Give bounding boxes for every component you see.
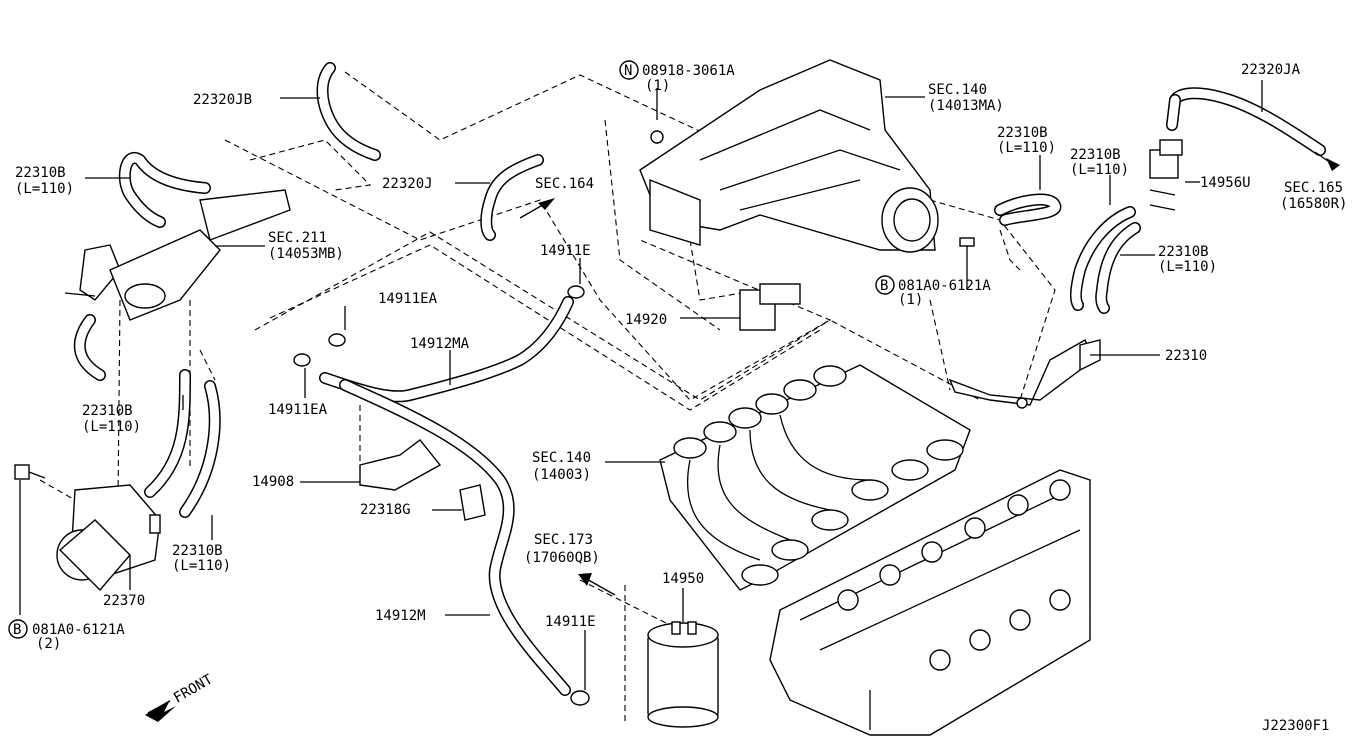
callout-22310: 22310 [1165, 348, 1207, 364]
callout-14908: 14908 [252, 474, 294, 490]
callout-22320J: 22320J [382, 176, 433, 192]
callout-22310B-d: 22310B [1158, 244, 1209, 260]
intake-collector [639, 59, 939, 253]
front-label: FRONT [171, 671, 216, 706]
evap-valve-left [64, 189, 291, 381]
callout-sec140-top-ref: (14013MA) [928, 98, 1004, 114]
callout-b081A0-right-qty: (1) [898, 292, 923, 308]
callout-sec140-mid: SEC.140 [532, 450, 591, 466]
vacuum-valve-14956U [1149, 139, 1183, 211]
callout-sec211-ref: (14053MB) [268, 246, 344, 262]
dashed-guides [39, 71, 1056, 725]
callout-sec165: SEC.165 [1284, 180, 1343, 196]
canister-22370 [56, 484, 161, 592]
callout-14912MA: 14912MA [410, 336, 470, 352]
callout-14911E-bottom: 14911E [545, 614, 596, 630]
callout-sec140-top: SEC.140 [928, 82, 987, 98]
n-marker-icon [619, 60, 639, 80]
callout-22310B-e: 22310B [82, 403, 133, 419]
callout-22310B-e-length: (L=110) [82, 419, 141, 435]
callout-22310B-c-length: (L=110) [1070, 162, 1129, 178]
callout-22310B-c: 22310B [1070, 147, 1121, 163]
callout-labels: 22320JB 22310B (L=110) SEC.211 (14053MB)… [15, 62, 1347, 734]
callout-sec173: SEC.173 [534, 532, 593, 548]
callout-22320JB: 22320JB [193, 92, 252, 108]
callout-22310B-f-length: (L=110) [172, 558, 231, 574]
bolts [14, 237, 975, 480]
callout-14912M: 14912M [375, 608, 426, 624]
intake-manifold-lower [659, 364, 971, 591]
bracket-22310 [948, 339, 1101, 409]
callout-b081A0-right: 081A0-6121A [898, 278, 991, 294]
hoses [118, 62, 1326, 696]
callout-22310B-b: 22310B [997, 125, 1048, 141]
callout-sec164: SEC.164 [535, 176, 594, 192]
b-marker-left-label: B [13, 622, 21, 638]
callout-sec211: SEC.211 [268, 230, 327, 246]
markers: N B B [8, 60, 895, 639]
callout-sec173-ref: (17060QB) [524, 550, 600, 566]
callout-22318G: 22318G [360, 502, 411, 518]
callout-22310B-d-length: (L=110) [1158, 259, 1217, 275]
b-marker-right-icon [875, 275, 895, 295]
n-marker-label: N [624, 63, 632, 79]
callout-b081A0-left: 081A0-6121A [32, 622, 125, 638]
callout-14920: 14920 [625, 312, 667, 328]
callout-14911EA-top: 14911EA [378, 291, 438, 307]
diagram-code: J22300F1 [1262, 718, 1329, 734]
leaders [19, 80, 1340, 722]
callout-sec140-mid-ref: (14003) [532, 467, 591, 483]
clamps [293, 285, 590, 706]
callout-22310B-f: 22310B [172, 543, 223, 559]
callout-sec165-ref: (16580R) [1280, 196, 1347, 212]
callout-b081A0-left-qty: (2) [36, 636, 61, 652]
callout-n08918-qty: (1) [645, 78, 670, 94]
callout-22370: 22370 [103, 593, 145, 609]
callout-22310B-a: 22310B [15, 165, 66, 181]
components [14, 59, 1183, 736]
callout-22310B-a-length: (L=110) [15, 181, 74, 197]
callout-14956U: 14956U [1200, 175, 1251, 191]
callout-n08918: 08918-3061A [642, 63, 735, 79]
callout-14911EA-left: 14911EA [268, 402, 328, 418]
b-marker-right-label: B [880, 278, 888, 294]
callout-14911E-top: 14911E [540, 243, 591, 259]
b-marker-left-icon [8, 619, 28, 639]
canister-14950 [647, 621, 719, 728]
engine-head [769, 469, 1091, 736]
callout-22320JA: 22320JA [1241, 62, 1301, 78]
callout-14950: 14950 [662, 571, 704, 587]
callout-22310B-b-length: (L=110) [997, 140, 1056, 156]
front-arrow-icon [145, 700, 176, 722]
purge-solenoid [739, 283, 801, 331]
